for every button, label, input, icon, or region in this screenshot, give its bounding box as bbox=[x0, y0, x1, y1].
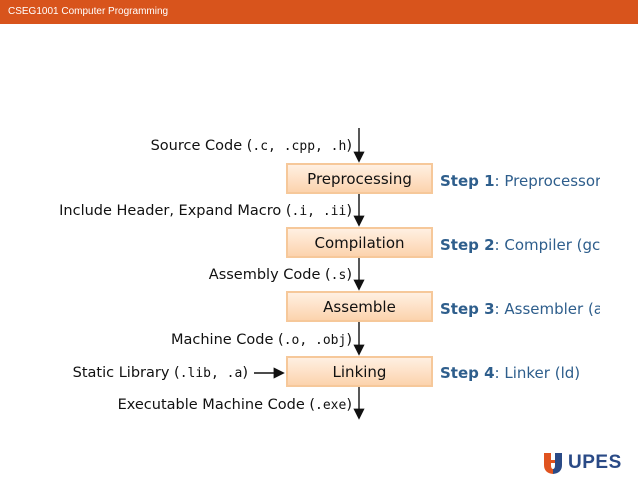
file-extensions: .lib, .a bbox=[179, 366, 243, 381]
file-extensions: .s bbox=[330, 268, 347, 283]
step-4-description: Step 4: Linker (ld) bbox=[440, 363, 600, 383]
stage-box-linking: Linking bbox=[286, 356, 433, 387]
static-library-label: Static Library (.lib, .a) bbox=[73, 364, 248, 383]
step-number: Step 3 bbox=[440, 300, 495, 318]
step-2-description: Step 2: Compiler (gcc, g++) bbox=[440, 235, 600, 255]
label-text: ) bbox=[346, 138, 352, 154]
executable-code-label: Executable Machine Code (.exe) bbox=[118, 396, 352, 415]
stage-label: Linking bbox=[332, 362, 387, 381]
step-number: Step 2 bbox=[440, 236, 495, 254]
header-bar: CSEG1001 Computer Programming bbox=[0, 0, 638, 24]
label-text: ) bbox=[242, 365, 248, 381]
stage-box-assemble: Assemble bbox=[286, 291, 433, 322]
stage-label: Compilation bbox=[314, 233, 405, 252]
step-number: Step 1 bbox=[440, 172, 495, 190]
upes-logo: UPES bbox=[542, 450, 622, 476]
label-text: ) bbox=[346, 332, 352, 348]
file-extensions: .o, .obj bbox=[283, 333, 347, 348]
header-title: CSEG1001 Computer Programming bbox=[8, 6, 169, 17]
stage-label: Assemble bbox=[323, 297, 396, 316]
label-text: Executable Machine Code ( bbox=[117, 397, 316, 413]
step-3-description: Step 3: Assembler (as) bbox=[440, 299, 600, 319]
label-text: ) bbox=[346, 267, 352, 283]
machine-code-label: Machine Code (.o, .obj) bbox=[171, 331, 352, 350]
step-number: Step 4 bbox=[440, 364, 495, 382]
step-tool: : Compiler (gcc, g++) bbox=[494, 236, 600, 254]
upes-shield-icon bbox=[544, 453, 562, 474]
step-1-description: Step 1: Preprocessor (cpp) bbox=[440, 171, 600, 191]
label-text: Source Code ( bbox=[150, 138, 253, 154]
label-text: Static Library ( bbox=[72, 365, 180, 381]
step-tool: : Assembler (as) bbox=[494, 300, 600, 318]
file-extensions: .exe bbox=[315, 398, 347, 413]
label-text: Include Header, Expand Macro ( bbox=[59, 203, 292, 219]
stage-box-compilation: Compilation bbox=[286, 227, 433, 258]
label-text: ) bbox=[346, 203, 352, 219]
file-extensions: .i, .ii bbox=[291, 204, 347, 219]
assembly-code-label: Assembly Code (.s) bbox=[209, 266, 352, 285]
file-extensions: .c, .cpp, .h bbox=[252, 139, 347, 154]
label-text: ) bbox=[346, 397, 352, 413]
step-tool: : Linker (ld) bbox=[494, 364, 581, 382]
label-text: Machine Code ( bbox=[171, 332, 284, 348]
step-tool: : Preprocessor (cpp) bbox=[494, 172, 600, 190]
logo-text: UPES bbox=[568, 452, 622, 473]
source-code-label: Source Code (.c, .cpp, .h) bbox=[151, 137, 352, 156]
preprocessed-output-label: Include Header, Expand Macro (.i, .ii) bbox=[59, 202, 352, 221]
stage-box-preprocessing: Preprocessing bbox=[286, 163, 433, 194]
label-text: Assembly Code ( bbox=[208, 267, 331, 283]
stage-label: Preprocessing bbox=[307, 169, 412, 188]
